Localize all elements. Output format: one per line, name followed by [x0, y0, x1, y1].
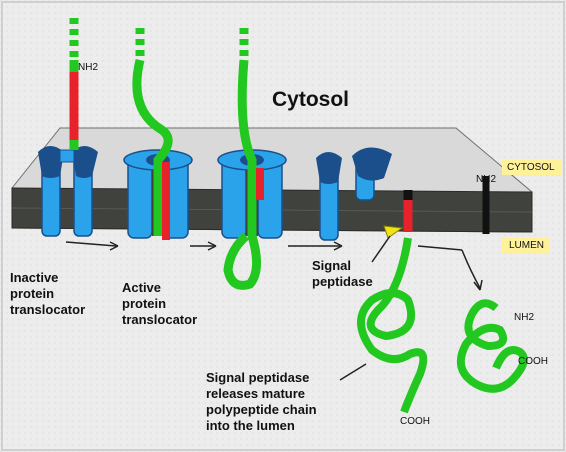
cytosol-side-label: CYTOSOL [503, 161, 559, 174]
inactive-translocator-label: Inactive protein translocator [10, 270, 85, 318]
inactive-label-line-1: Inactive [10, 270, 85, 286]
peptidase-label-line-1: Signal [312, 258, 373, 274]
cooh-left-label: COOH [400, 416, 430, 427]
peptidase-label-line-2: peptidase [312, 274, 373, 290]
inactive-label-line-3: translocator [10, 302, 85, 318]
releases-label-line-3: polypeptide chain [206, 402, 317, 418]
releases-label-line-1: Signal peptidase [206, 370, 317, 386]
lumen-side-label: LUMEN [505, 239, 548, 252]
nh2-membrane-label: NH2 [476, 174, 496, 185]
inactive-label-line-2: protein [10, 286, 85, 302]
releases-label-line-4: into the lumen [206, 418, 317, 434]
nh2-lumen-label: NH2 [514, 312, 534, 323]
nh2-top-label: NH2 [78, 62, 98, 73]
cooh-right-label: COOH [518, 356, 548, 367]
active-label-line-1: Active [122, 280, 197, 296]
releases-label: Signal peptidase releases mature polypep… [206, 370, 317, 434]
signal-peptidase-label: Signal peptidase [312, 258, 373, 290]
cytosol-title: Cytosol [272, 88, 349, 112]
releases-label-line-2: releases mature [206, 386, 317, 402]
active-label-line-3: translocator [122, 312, 197, 328]
active-label-line-2: protein [122, 296, 197, 312]
active-translocator-label: Active protein translocator [122, 280, 197, 328]
